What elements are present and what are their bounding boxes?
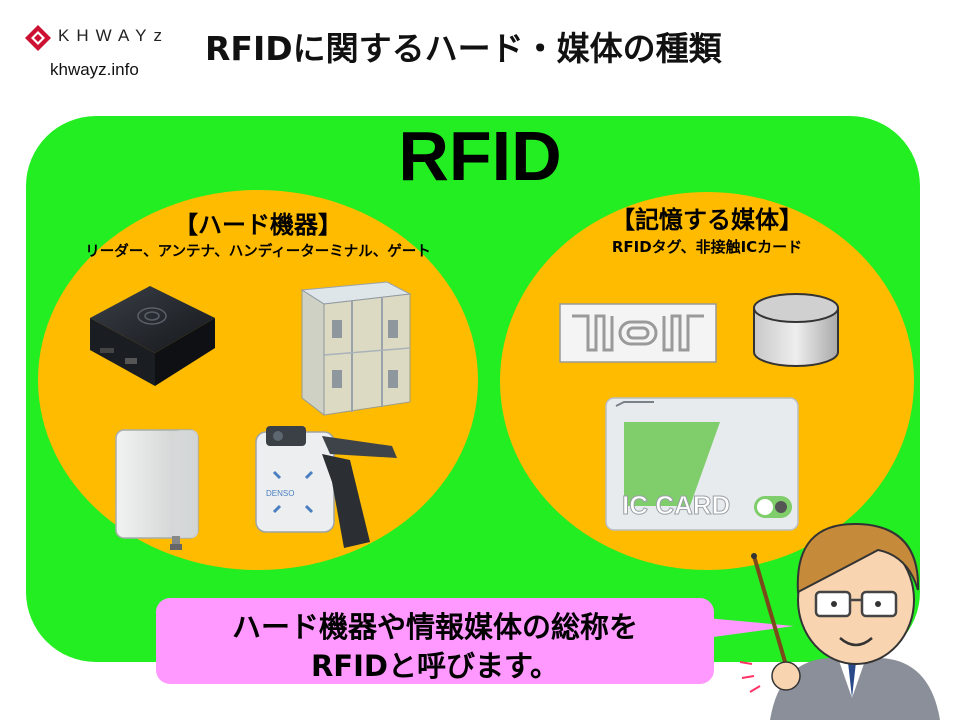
- rfid-gate-icon: [300, 281, 412, 417]
- handy-brand-label: DENSO: [266, 489, 294, 498]
- media-subtitle: RFIDタグ、非接触ICカード: [611, 238, 803, 256]
- khwayz-logo-icon: [25, 25, 51, 51]
- callout-line-1: ハード機器や情報媒体の総称を: [231, 610, 638, 644]
- rfid-tag-icon: [559, 303, 717, 363]
- rfid-title: RFID: [398, 117, 562, 195]
- hardware-heading: 【ハード機器】: [174, 211, 342, 239]
- ic-card-icon: IC CARD: [605, 397, 799, 531]
- handy-terminal-icon: DENSO: [255, 426, 397, 548]
- callout-tail: [706, 618, 794, 638]
- logo: KHWAYz khwayz.info: [24, 22, 194, 92]
- page-title: RFIDに関するハード・媒体の種類: [205, 29, 722, 68]
- callout-line-2: RFIDと呼びます。: [310, 649, 560, 683]
- hardware-subtitle: リーダー、アンテナ、ハンディーターミナル、ゲート: [85, 244, 431, 260]
- rfid-reader-icon: [90, 286, 215, 386]
- callout-bubble: [156, 598, 714, 684]
- media-heading: 【記憶する媒体】: [611, 206, 803, 234]
- rfid-antenna-icon: [115, 429, 199, 550]
- coin-tag-icon: [753, 293, 839, 367]
- logo-wordmark: KHWAYz: [58, 26, 169, 45]
- ic-card-label: IC CARD: [622, 490, 730, 520]
- teacher-character-icon: [739, 522, 940, 720]
- site-url: khwayz.info: [50, 60, 139, 79]
